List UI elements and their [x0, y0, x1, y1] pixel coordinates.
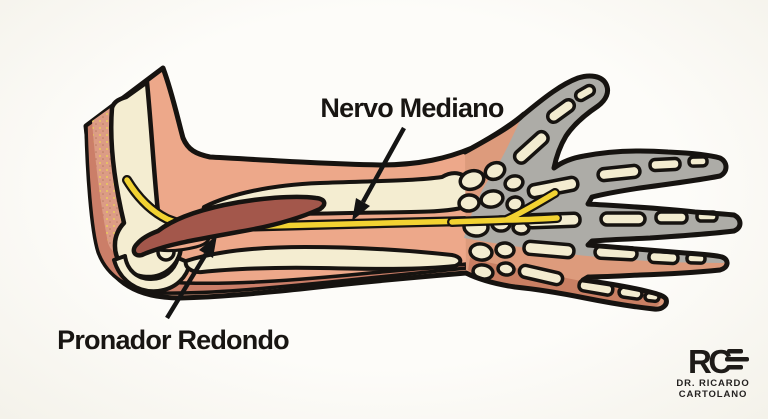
carpal-bone [458, 168, 486, 192]
muscle-arrowhead-icon [199, 235, 217, 258]
finger-bone [573, 83, 597, 103]
carpal-bone [483, 160, 507, 182]
logo-name-line2: CARTOLANO [679, 389, 748, 400]
finger-bone [687, 155, 709, 168]
finger-bone [596, 163, 642, 183]
muscle-arrow [165, 235, 217, 320]
carpal-bone [496, 261, 516, 277]
logo: RC DR. RICARDO CARTOLANO [676, 343, 749, 400]
carpal-bone [479, 189, 505, 209]
finger-bone [654, 210, 689, 225]
finger-bone [648, 156, 682, 173]
carpal-bone [457, 193, 481, 213]
nerve-arrow [352, 126, 406, 221]
finger-bone [522, 239, 576, 260]
pronator-teres-muscle [131, 194, 327, 258]
median-nerve-hand [447, 188, 562, 227]
median-nerve-hand-fill [449, 190, 560, 225]
olecranon-bone [112, 254, 192, 294]
logo-name-line1: DR. RICARDO [676, 378, 749, 389]
muscle-arrow-shaft [165, 252, 208, 320]
logo-bars-icon [725, 349, 749, 370]
hand-group [447, 73, 743, 312]
finger-bone [599, 211, 647, 227]
logo-monogram: RC [688, 343, 731, 380]
hand-outline [462, 73, 743, 312]
finger-bone [545, 97, 577, 125]
finger-bone [517, 263, 565, 287]
carpal-bone [503, 174, 525, 192]
fat-speckle-band [92, 106, 129, 254]
carpal-bone [468, 242, 494, 262]
annotations: Nervo Mediano Pronador Redondo [57, 93, 505, 355]
ulna-bone [183, 245, 463, 275]
arm-group [83, 65, 539, 301]
carpal-bone [494, 241, 516, 259]
nerve-arrow-shaft [361, 126, 406, 204]
finger-bone [512, 129, 550, 165]
muscle-label: Pronador Redondo [57, 325, 289, 355]
nerve-arrowhead-icon [352, 198, 370, 221]
nerve-label: Nervo Mediano [320, 93, 503, 123]
